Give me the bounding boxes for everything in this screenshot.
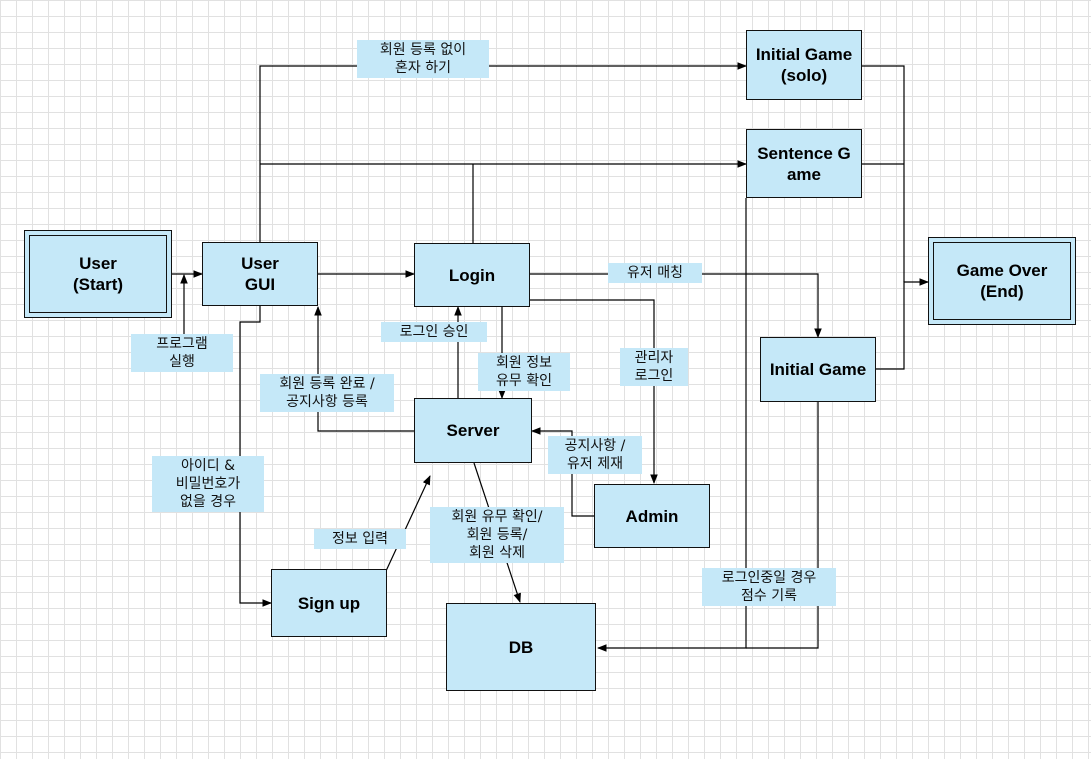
edge-login-to-admin (530, 299, 658, 484)
label-register-done: 회원 등록 완료 / 공지사항 등록 (260, 374, 394, 412)
node-signup[interactable]: Sign up (271, 569, 387, 637)
edge-gui-to-signup (239, 306, 272, 607)
node-user-gui[interactable]: User GUI (202, 242, 318, 306)
edge-initial-to-db (746, 402, 819, 649)
node-initial-game-solo[interactable]: Initial Game (solo) (746, 30, 862, 100)
node-initial-game[interactable]: Initial Game (760, 337, 876, 402)
label-solo-play: 회원 등록 없이 혼자 하기 (357, 40, 489, 78)
edge-initial-to-end (876, 278, 929, 370)
label-run-program: 프로그램 실행 (131, 334, 233, 372)
edge-server-to-gui (314, 306, 414, 432)
label-no-account: 아이디 & 비밀번호가 없을 경우 (152, 456, 264, 512)
edge-gui-to-solo (259, 62, 747, 242)
label-db-ops: 회원 유무 확인/ 회원 등록/ 회원 삭제 (430, 507, 564, 563)
label-info-input: 정보 입력 (314, 529, 406, 549)
label-score-record: 로그인중일 경우 점수 기록 (702, 568, 836, 606)
label-member-check: 회원 정보 유무 확인 (478, 353, 570, 391)
edge-signup-to-server (385, 475, 431, 572)
label-login-approve: 로그인 승인 (381, 322, 487, 342)
edge-login-to-initial (530, 273, 822, 338)
edge-solo-to-end (862, 65, 905, 282)
node-user-start[interactable]: User (Start) (24, 230, 172, 318)
node-sentence-game[interactable]: Sentence G ame (746, 129, 862, 198)
node-server[interactable]: Server (414, 398, 532, 463)
node-game-over-end[interactable]: Game Over (End) (928, 237, 1076, 325)
label-admin-login: 관리자 로그인 (620, 348, 688, 386)
label-user-match: 유저 매칭 (608, 263, 702, 283)
node-db[interactable]: DB (446, 603, 596, 691)
node-admin[interactable]: Admin (594, 484, 710, 548)
label-notice-ban: 공지사항 / 유저 제재 (548, 436, 642, 474)
node-login[interactable]: Login (414, 243, 530, 307)
